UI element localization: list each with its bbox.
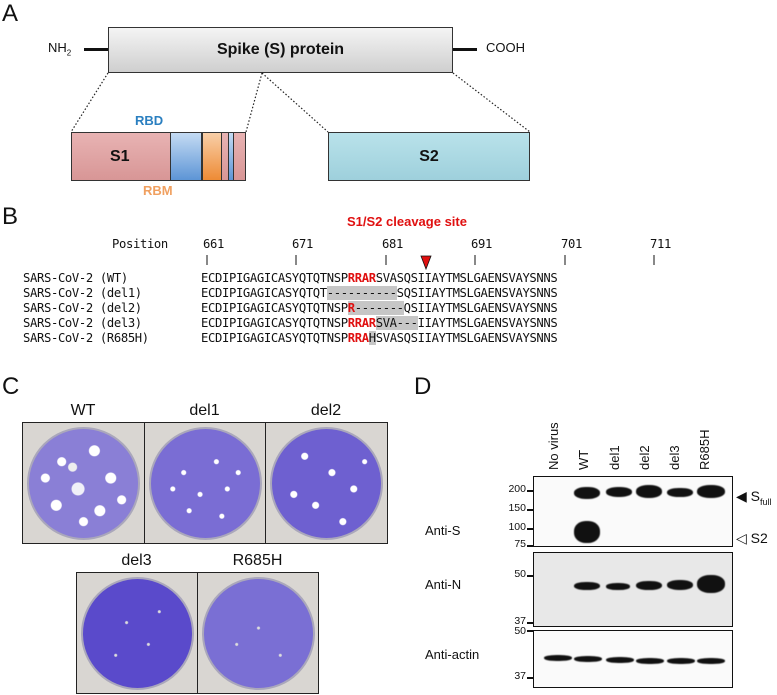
plate-label-del1: del1 (189, 402, 220, 419)
band (606, 583, 630, 590)
position-661: 661 (203, 237, 224, 251)
marker-tick (527, 490, 534, 492)
sequence-row-del2: SARS-CoV-2 (del2)ECDIPIGAGICASYQTQTNSPR-… (23, 301, 558, 315)
panel-c-letter: C (2, 373, 20, 400)
marker-50: 50 (514, 568, 526, 580)
marker-200: 200 (508, 483, 526, 495)
s1-domain: S1 (71, 132, 246, 181)
c-terminus-label: COOH (486, 40, 525, 55)
band (636, 485, 662, 498)
panel-b-letter: B (2, 203, 19, 230)
rbm-segment (202, 133, 222, 180)
band-s2 (574, 521, 600, 543)
n-terminus-label: NH2 (48, 40, 72, 58)
cleavage-site-title: S1/S2 cleavage site (347, 214, 467, 229)
plate-del3 (76, 572, 198, 694)
lane-label-del1: del1 (607, 445, 622, 470)
plate-label-del2: del2 (310, 402, 342, 419)
s2-label: S2 (419, 147, 439, 165)
plate-wt (22, 422, 145, 544)
position-681: 681 (382, 237, 403, 251)
antibody-label-anti-n: Anti-N (425, 577, 462, 592)
band (606, 657, 634, 663)
band (667, 658, 695, 664)
band (697, 485, 725, 498)
band (667, 580, 693, 590)
band (636, 581, 662, 590)
panel-a-letter: A (2, 0, 19, 27)
plate-label-wt: WT (70, 402, 96, 419)
band (667, 488, 693, 497)
cleavage-arrow-icon (420, 255, 432, 271)
well-wt (27, 427, 140, 540)
marker-37: 37 (514, 670, 526, 682)
marker-tick (527, 630, 534, 632)
marker-75: 75 (514, 538, 526, 550)
band (697, 575, 725, 593)
marker-tick (527, 528, 534, 530)
n-terminus-line (84, 48, 108, 51)
sequence-row-wt: SARS-CoV-2 (WT)ECDIPIGAGICASYQTQTNSPRRAR… (23, 271, 558, 285)
marker-tick (527, 677, 534, 679)
well-r685h (202, 577, 315, 690)
position-671: 671 (292, 237, 313, 251)
s2-label: ◁ S2 (736, 530, 768, 546)
s-full-label: ◀ Sfull (736, 488, 772, 507)
lane-label-del3: del3 (667, 445, 682, 470)
panel-d-letter: D (414, 373, 432, 400)
rbd-segment-end (228, 133, 234, 180)
zoom-lines (70, 72, 531, 133)
sequence-row-del3: SARS-CoV-2 (del3)ECDIPIGAGICASYQTQTNSPRR… (23, 316, 558, 330)
c-terminus-line (453, 48, 477, 51)
plate-label-del3: del3 (121, 552, 152, 569)
plate-del1 (144, 422, 266, 544)
band (544, 655, 572, 661)
band (574, 582, 600, 590)
position-ticks (206, 255, 655, 271)
well-del3 (81, 577, 194, 690)
well-del2 (270, 427, 383, 540)
lane-label-del2: del2 (637, 445, 652, 470)
rbd-segment (170, 133, 202, 180)
marker-tick (527, 545, 534, 547)
band (574, 487, 600, 499)
antibody-label-anti-s: Anti-S (425, 523, 461, 538)
marker-100: 100 (508, 521, 526, 533)
marker-tick (527, 509, 534, 511)
blot-anti-s (533, 476, 733, 547)
spike-protein-bar: Spike (S) protein (108, 27, 453, 73)
sequence-row-del1: SARS-CoV-2 (del1)ECDIPIGAGICASYQTQT-----… (23, 286, 558, 300)
rbd-label: RBD (135, 113, 164, 128)
s1-label: S1 (110, 147, 130, 165)
alignment: SARS-CoV-2 (WT)ECDIPIGAGICASYQTQTNSPRRAR… (23, 271, 558, 346)
sequence-row-r685h: SARS-CoV-2 (R685H)ECDIPIGAGICASYQTQTNSPR… (23, 331, 558, 345)
marker-37: 37 (514, 615, 526, 627)
band (636, 658, 664, 664)
antibody-label-anti-actin: Anti-actin (425, 647, 480, 662)
position-691: 691 (471, 237, 492, 251)
lane-label-r685h: R685H (697, 429, 712, 470)
rbm-label: RBM (143, 183, 173, 198)
marker-tick (527, 575, 534, 577)
band (697, 658, 725, 664)
band (574, 656, 602, 662)
marker-150: 150 (508, 502, 526, 514)
lane-label-wt: WT (576, 449, 591, 470)
plate-r685h (197, 572, 319, 694)
marker-50: 50 (514, 625, 526, 637)
s2-domain: S2 (328, 132, 530, 181)
plate-del2 (265, 422, 388, 544)
position-701: 701 (561, 237, 582, 251)
lane-label-no-virus: No virus (546, 422, 561, 470)
marker-tick (527, 622, 534, 624)
band (606, 487, 632, 497)
position-label: Position (112, 237, 168, 251)
position-711: 711 (650, 237, 671, 251)
well-del1 (149, 427, 262, 540)
plate-label-r685h: R685H (232, 552, 283, 569)
blot-anti-n (533, 552, 733, 627)
blot-anti-actin (533, 630, 733, 688)
